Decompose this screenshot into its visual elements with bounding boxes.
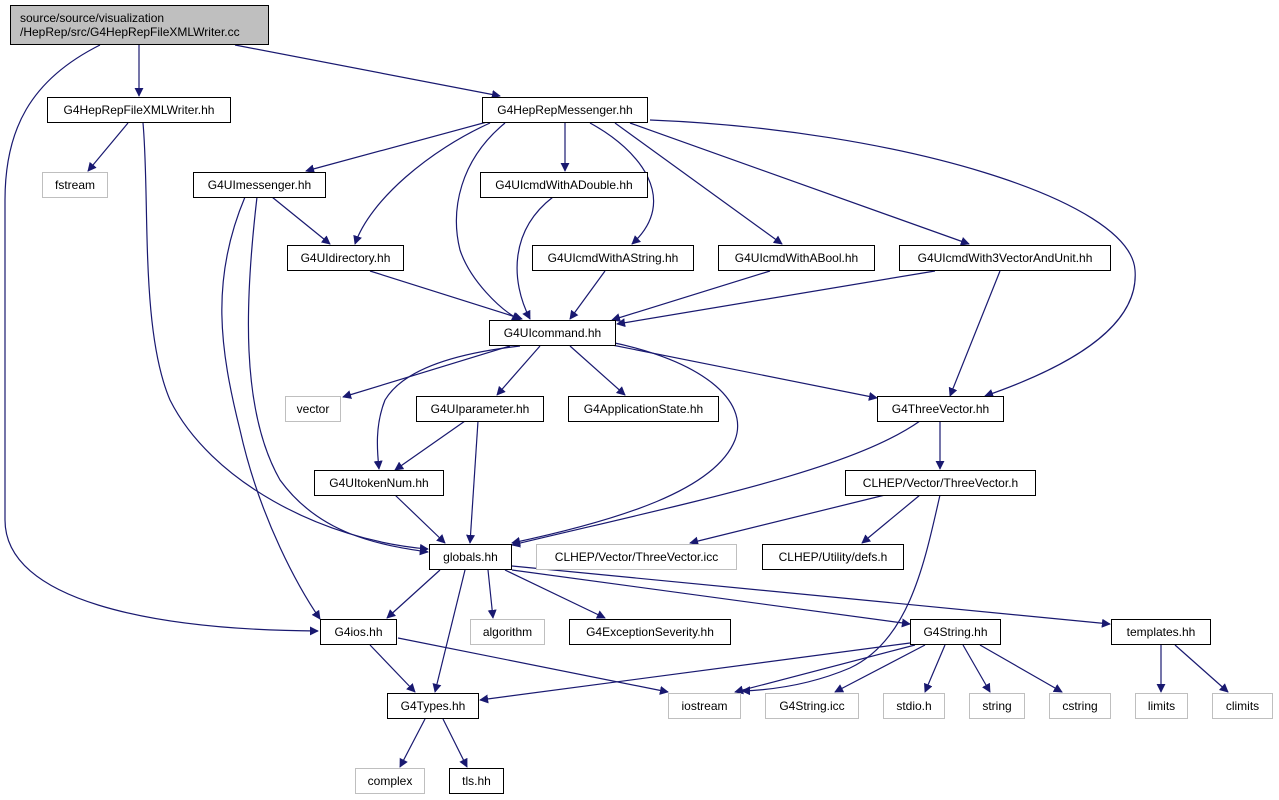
edge-uimessenger-to-globals xyxy=(247,196,429,556)
edge-filexmlwriter-to-globals xyxy=(142,122,429,553)
edge-uiparameter-to-uitokennum xyxy=(394,420,466,471)
edge-globals-to-string xyxy=(511,569,911,628)
edge-uicommand-to-vector xyxy=(342,345,511,399)
edge-root-to-ios xyxy=(4,44,319,636)
edge-uiparameter-to-globals xyxy=(466,420,479,544)
edge-globals-to-ios xyxy=(386,569,441,619)
edge-templates-to-climits xyxy=(1174,644,1229,693)
node-cstring: cstring xyxy=(1049,693,1111,719)
node-g4uiparameter-hh[interactable]: G4UIparameter.hh xyxy=(416,396,544,422)
node-fstream: fstream xyxy=(42,172,108,198)
node-stdio-h: stdio.h xyxy=(883,693,945,719)
edge-uitokennum-to-globals xyxy=(394,494,446,544)
edge-uicmdwith3vector-to-uicommand xyxy=(616,270,936,328)
edge-root-to-messenger xyxy=(234,44,501,99)
root-file-path-line2: /HepRep/src/G4HepRepFileXMLWriter.cc xyxy=(20,25,240,39)
edge-globals-to-types xyxy=(432,569,466,693)
edge-uicmdwithastring-to-uicommand xyxy=(569,270,606,320)
node-g4threevector-hh[interactable]: G4ThreeVector.hh xyxy=(877,396,1004,422)
node-g4hepreptilexmlwriter-hh[interactable]: G4HepRepFileXMLWriter.hh xyxy=(47,97,231,123)
edge-string-to-types xyxy=(479,642,911,704)
edge-messenger-to-uimessenger xyxy=(305,121,488,174)
edge-string-to-stdioh xyxy=(924,644,946,693)
node-clhep-vector-threevector-h[interactable]: CLHEP/Vector/ThreeVector.h xyxy=(845,470,1036,496)
edge-string-to-iostream xyxy=(734,644,916,695)
node-limits: limits xyxy=(1135,693,1188,719)
edge-messenger-to-uidirectory xyxy=(353,122,491,245)
node-clhep-utility-defs-h[interactable]: CLHEP/Utility/defs.h xyxy=(762,544,904,570)
edge-clhepthreevectorh-to-iostream xyxy=(741,494,941,696)
node-clhep-vector-threevector-icc: CLHEP/Vector/ThreeVector.icc xyxy=(536,544,737,570)
node-climits: climits xyxy=(1212,693,1273,719)
node-g4uitokennum-hh[interactable]: G4UItokenNum.hh xyxy=(314,470,444,496)
node-g4ios-hh[interactable]: G4ios.hh xyxy=(320,619,397,645)
node-g4string-hh[interactable]: G4String.hh xyxy=(910,619,1001,645)
node-g4exceptionseverity-hh[interactable]: G4ExceptionSeverity.hh xyxy=(569,619,731,645)
root-file-path-line1: source/source/visualization xyxy=(20,11,165,25)
node-g4applicationstate-hh[interactable]: G4ApplicationState.hh xyxy=(568,396,719,422)
edge-uidirectory-to-uicommand xyxy=(369,270,523,321)
edge-clhepthreevectorh-to-clhepthreevectoricc xyxy=(689,494,886,546)
root-file-node[interactable]: source/source/visualization /HepRep/src/… xyxy=(10,5,269,45)
edge-globals-to-templates xyxy=(511,565,1111,628)
edge-uicommand-to-applicationstate xyxy=(569,345,626,396)
edge-messenger-to-uicmdwith3vector xyxy=(629,122,970,246)
edge-string-to-stringicc xyxy=(834,644,926,693)
node-string: string xyxy=(969,693,1025,719)
node-g4uicmdwithastring-hh[interactable]: G4UIcmdWithAString.hh xyxy=(532,245,694,271)
node-g4uicmdwith3vectorandunit-hh[interactable]: G4UIcmdWith3VectorAndUnit.hh xyxy=(899,245,1111,271)
edge-messenger-to-threevector xyxy=(649,119,1136,398)
node-algorithm: algorithm xyxy=(470,619,545,645)
edge-uicmdwithabool-to-uicommand xyxy=(611,270,771,322)
node-g4uicmdwithadouble-hh[interactable]: G4UIcmdWithADouble.hh xyxy=(480,172,648,198)
edge-uicommand-to-uiparameter xyxy=(496,345,541,396)
edge-uicommand-to-globals xyxy=(511,341,739,546)
edge-types-to-tls xyxy=(442,718,468,768)
edge-globals-to-algorithm xyxy=(487,569,497,619)
node-g4uicmdwithabool-hh[interactable]: G4UIcmdWithABool.hh xyxy=(718,245,875,271)
edge-threevector-to-globals xyxy=(511,420,921,548)
edge-ios-to-types xyxy=(369,644,416,693)
node-vector: vector xyxy=(285,396,341,422)
edge-uicommand-to-uitokennum xyxy=(373,345,521,470)
edge-types-to-complex xyxy=(399,718,426,768)
node-templates-hh[interactable]: templates.hh xyxy=(1111,619,1211,645)
node-g4string-icc: G4String.icc xyxy=(765,693,859,719)
edge-clhepthreevectorh-to-clhepdefsh xyxy=(861,494,921,544)
edge-string-to-cstring xyxy=(979,644,1063,693)
node-g4types-hh[interactable]: G4Types.hh xyxy=(387,693,479,719)
node-g4uimessenger-hh[interactable]: G4UImessenger.hh xyxy=(193,172,326,198)
node-globals-hh[interactable]: globals.hh xyxy=(429,544,512,570)
node-g4uicommand-hh[interactable]: G4UIcommand.hh xyxy=(489,320,616,346)
edge-ios-to-iostream xyxy=(397,637,669,695)
edge-string-to-stringh xyxy=(962,644,991,693)
node-complex: complex xyxy=(355,768,425,794)
edge-messenger-to-uicommand xyxy=(455,122,521,321)
edge-globals-to-exceptionseverity xyxy=(504,569,606,619)
node-g4heprepmessenger-hh[interactable]: G4HepRepMessenger.hh xyxy=(482,97,648,123)
edge-uimessenger-to-uidirectory xyxy=(271,196,331,245)
edge-uicmdwithadouble-to-uicommand xyxy=(516,196,554,320)
node-tls-hh[interactable]: tls.hh xyxy=(449,768,504,794)
edge-filexmlwriter-to-fstream xyxy=(87,122,129,172)
node-g4uidirectory-hh[interactable]: G4UIdirectory.hh xyxy=(287,245,404,271)
node-iostream: iostream xyxy=(668,693,741,719)
edge-uicmdwith3vector-to-threevector xyxy=(948,270,1001,397)
edge-messenger-to-uicmdwithabool xyxy=(614,122,783,245)
edge-uimessenger-to-ios xyxy=(221,196,321,620)
